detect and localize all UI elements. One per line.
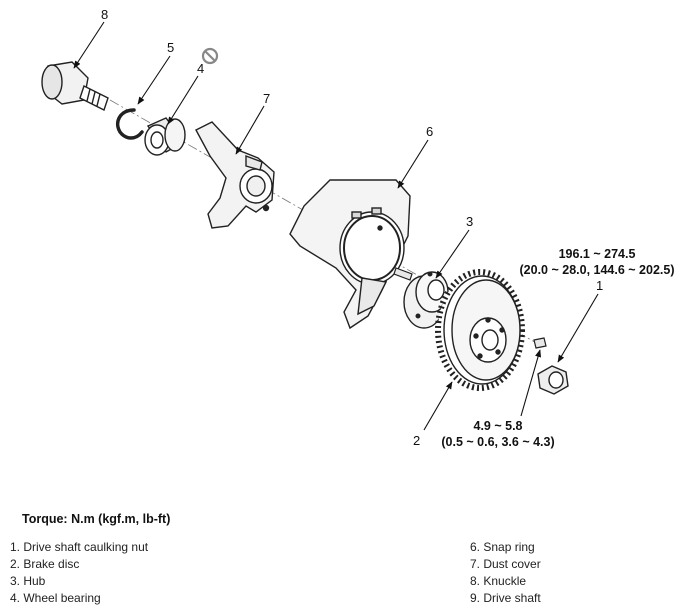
prohibition-icon xyxy=(201,47,219,65)
torque-disc-screw-nm: 4.9 ~ 5.8 xyxy=(473,419,523,433)
legend-item: 7. Dust cover xyxy=(470,557,541,571)
torque-disc-screw-imperial: (0.5 ~ 0.6, 3.6 ~ 4.3) xyxy=(441,435,555,449)
callout-1: 1 xyxy=(596,278,604,293)
legend-item: 1. Drive shaft caulking nut xyxy=(10,540,149,554)
hub-bolt-part xyxy=(393,267,413,281)
callout-8: 8 xyxy=(101,7,109,22)
torque-units-heading: Torque: N.m (kgf.m, lb-ft) xyxy=(22,512,171,526)
drive-shaft-part xyxy=(41,61,109,111)
legend-item: 6. Snap ring xyxy=(470,540,535,554)
callout-3: 3 xyxy=(466,214,474,229)
legend-item: 2. Brake disc xyxy=(10,557,80,571)
torque-hub-nut-nm: 196.1 ~ 274.5 xyxy=(558,247,636,261)
torque-hub-nut-imperial: (20.0 ~ 28.0, 144.6 ~ 202.5) xyxy=(519,263,675,277)
brake-disc-part xyxy=(435,269,525,391)
snap-ring-part xyxy=(115,108,144,140)
knuckle-part xyxy=(195,121,275,229)
disc-screw-part xyxy=(533,337,547,349)
legend-item: 9. Drive shaft xyxy=(470,591,541,605)
callout-2: 2 xyxy=(413,433,421,448)
parts-legend-left: 1. Drive shaft caulking nut 2. Brake dis… xyxy=(10,539,148,607)
callout-4: 4 xyxy=(197,61,205,76)
callout-5: 5 xyxy=(167,40,175,55)
legend-item: 3. Hub xyxy=(10,574,46,588)
torque-hub-nut: 196.1 ~ 274.5 (20.0 ~ 28.0, 144.6 ~ 202.… xyxy=(512,246,682,278)
callout-6: 6 xyxy=(426,124,434,139)
caulking-nut-part xyxy=(537,365,569,395)
callout-7: 7 xyxy=(263,91,271,106)
parts-legend-right: 6. Snap ring 7. Dust cover 8. Knuckle 9.… xyxy=(470,539,541,607)
dust-cover-part xyxy=(289,179,411,330)
legend-item: 4. Wheel bearing xyxy=(10,591,101,605)
leader-lines xyxy=(73,21,599,431)
exploded-view-diagram xyxy=(41,21,599,431)
wheel-bearing-part xyxy=(144,117,186,156)
torque-disc-screw: 4.9 ~ 5.8 (0.5 ~ 0.6, 3.6 ~ 4.3) xyxy=(430,418,566,450)
legend-item: 8. Knuckle xyxy=(470,574,527,588)
